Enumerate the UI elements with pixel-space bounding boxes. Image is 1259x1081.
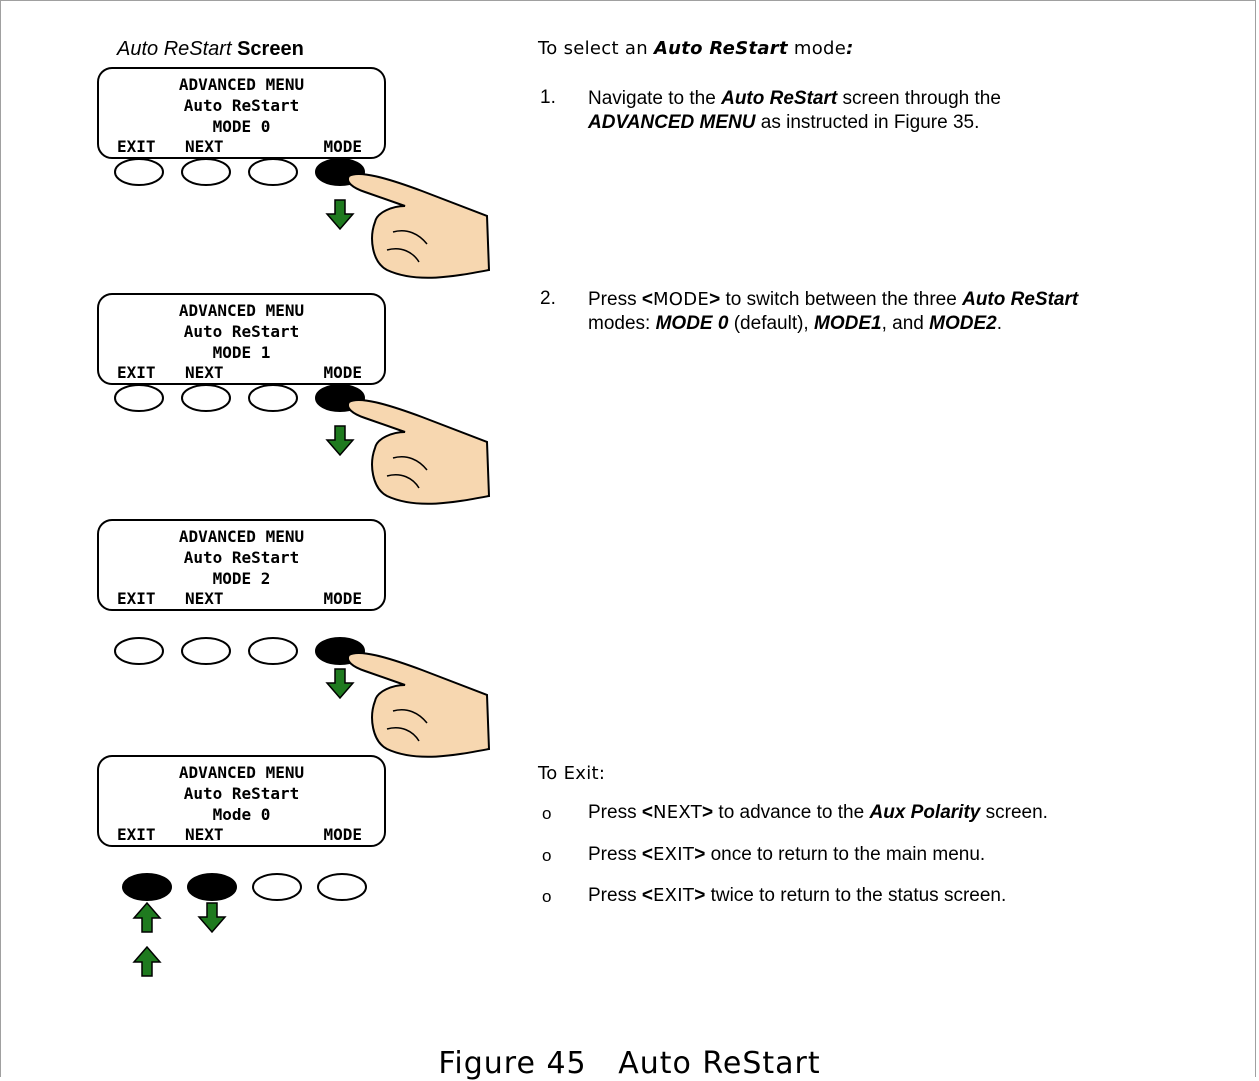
button-1[interactable]	[114, 384, 164, 412]
softkey-next-label: NEXT	[185, 825, 224, 844]
down-arrow-icon	[197, 902, 227, 934]
lcd-line-3: MODE 0	[212, 117, 271, 136]
step-2-text: Press <MODE> to switch between the three…	[588, 289, 1079, 334]
softkey-next-label: NEXT	[185, 589, 224, 608]
softkey-mode-label: MODE	[323, 137, 362, 156]
pointing-hand-icon	[347, 651, 491, 758]
lcd-screen-mode0: ADVANCED MENU Auto ReStart MODE 0 EXIT N…	[97, 67, 386, 159]
keypad-press-mode-2	[97, 384, 517, 524]
softkey-mode-label: MODE	[323, 589, 362, 608]
button-2-pressed[interactable]	[187, 873, 237, 901]
lcd-screen-mode2: ADVANCED MENU Auto ReStart MODE 2 EXIT N…	[97, 519, 386, 611]
softkey-mode-label: MODE	[323, 825, 362, 844]
lcd-line-2: Auto ReStart	[183, 784, 300, 803]
lcd-line-2: Auto ReStart	[183, 322, 300, 341]
exit-item-next: Press <NEXT> to advance to the Aux Polar…	[588, 802, 1048, 823]
up-arrow-icon	[132, 901, 162, 933]
button-1-pressed[interactable]	[122, 873, 172, 901]
lcd-screen-exit: ADVANCED MENU Auto ReStart Mode 0 EXIT N…	[97, 755, 386, 847]
softkey-exit-label: EXIT	[117, 589, 156, 608]
softkey-next-label: NEXT	[185, 137, 224, 156]
exit-heading: To Exit:	[538, 763, 606, 784]
lcd-line-1: ADVANCED MENU	[178, 301, 305, 320]
keypad-press-mode-1	[97, 158, 517, 298]
down-arrow-icon	[325, 199, 355, 231]
down-arrow-icon	[325, 668, 355, 700]
step-2-number: 2.	[540, 288, 556, 309]
bullet: o	[542, 804, 552, 823]
pointing-hand-icon	[347, 398, 491, 505]
lcd-line-3: MODE 1	[212, 343, 271, 362]
lcd-line-1: ADVANCED MENU	[178, 527, 305, 546]
button-4[interactable]	[317, 873, 367, 901]
button-2[interactable]	[181, 158, 231, 186]
lcd-line-3: Mode 0	[212, 805, 271, 824]
bullet: o	[542, 846, 552, 865]
instructions-heading: To select an Auto ReStart mode:	[538, 38, 854, 59]
softkey-exit-label: EXIT	[117, 137, 156, 156]
keypad-exit-next	[97, 873, 517, 1013]
lcd-line-2: Auto ReStart	[183, 96, 300, 115]
button-2[interactable]	[181, 384, 231, 412]
button-1[interactable]	[114, 158, 164, 186]
lcd-line-2: Auto ReStart	[183, 548, 300, 567]
button-3[interactable]	[248, 637, 298, 665]
screen-title-italic: Auto ReStart	[117, 38, 232, 60]
softkey-next-label: NEXT	[185, 363, 224, 382]
lcd-screen-mode1: ADVANCED MENU Auto ReStart MODE 1 EXIT N…	[97, 293, 386, 385]
down-arrow-icon	[325, 425, 355, 457]
button-1[interactable]	[114, 637, 164, 665]
lcd-line-1: ADVANCED MENU	[178, 75, 305, 94]
screen-title-bold: Screen	[237, 38, 304, 60]
button-3[interactable]	[248, 158, 298, 186]
button-2[interactable]	[181, 637, 231, 665]
pointing-hand-icon	[347, 172, 491, 279]
exit-item-once: Press <EXIT> once to return to the main …	[588, 844, 986, 865]
softkey-exit-label: EXIT	[117, 825, 156, 844]
bullet: o	[542, 887, 552, 906]
lcd-line-3: MODE 2	[212, 569, 271, 588]
lcd-line-1: ADVANCED MENU	[178, 763, 305, 782]
step-1-text: Navigate to the Auto ReStart screen thro…	[588, 88, 1001, 133]
softkey-mode-label: MODE	[323, 363, 362, 382]
button-3[interactable]	[248, 384, 298, 412]
step-1-number: 1.	[540, 87, 556, 108]
up-arrow-icon	[132, 945, 162, 977]
button-3[interactable]	[252, 873, 302, 901]
screen-title: Auto ReStart Screen	[117, 38, 304, 61]
exit-item-twice: Press <EXIT> twice to return to the stat…	[588, 885, 1007, 906]
figure-caption: Figure 45 Auto ReStart	[438, 1046, 821, 1081]
keypad-press-mode-3	[97, 637, 517, 777]
softkey-exit-label: EXIT	[117, 363, 156, 382]
